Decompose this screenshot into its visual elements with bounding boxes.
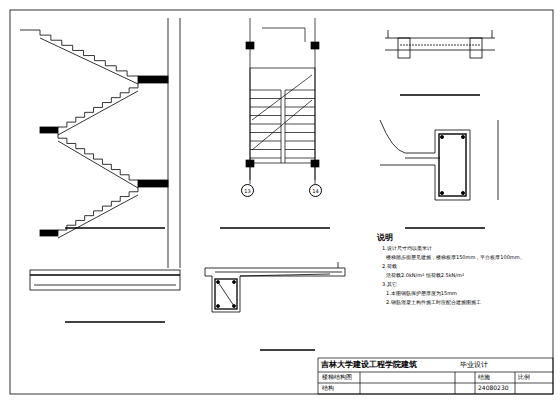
title-block-text: 比例: [518, 374, 530, 381]
axis-bubble: 13: [241, 184, 254, 197]
axis-number: 14: [312, 188, 318, 194]
beam-elevation: [30, 270, 180, 290]
title-block-text: 结施: [478, 374, 490, 381]
note-text: 2.钢筋混凝土构件施工时应配合建施图施工: [386, 300, 481, 306]
landing-beam-detail: [380, 120, 498, 200]
note-text: 1.本图钢筋保护层厚度为15mm: [386, 291, 457, 297]
title-underline: [260, 349, 315, 351]
stair-plan: [246, 18, 319, 184]
title-underline: [65, 321, 165, 323]
stair-section: [20, 18, 180, 268]
slab-section: [385, 30, 495, 58]
title-underline: [65, 227, 165, 229]
title-underline: [220, 227, 330, 229]
title-block-text: 楼梯结构图: [322, 374, 352, 381]
note-text: 楼梯踏步面层见建施，楼梯板厚150mm，平台板厚100mm。: [386, 255, 525, 261]
note-text: 3.其它: [382, 282, 397, 288]
title-block-text: 结构: [322, 385, 334, 392]
title-underline: [400, 94, 480, 96]
sheet-border: [10, 10, 553, 394]
title-block: [318, 358, 553, 394]
notes-heading: 说明: [377, 234, 393, 243]
title-underline: [405, 227, 485, 229]
note-text: 2.荷载: [382, 264, 397, 270]
axis-bubble: 14: [309, 184, 322, 197]
axis-number: 13: [244, 188, 250, 194]
title-block-text: 吉林大学建设工程学院建筑: [321, 361, 417, 370]
note-text: 1.设计尺寸均以毫米计: [382, 246, 432, 252]
stair-beam-section: [205, 262, 345, 312]
title-block-text: 24080230: [478, 385, 509, 392]
title-block-text: 毕业设计: [460, 362, 488, 370]
note-text: 活荷载2.0kN/m² 恒荷载2.5kN/m²: [386, 273, 464, 279]
